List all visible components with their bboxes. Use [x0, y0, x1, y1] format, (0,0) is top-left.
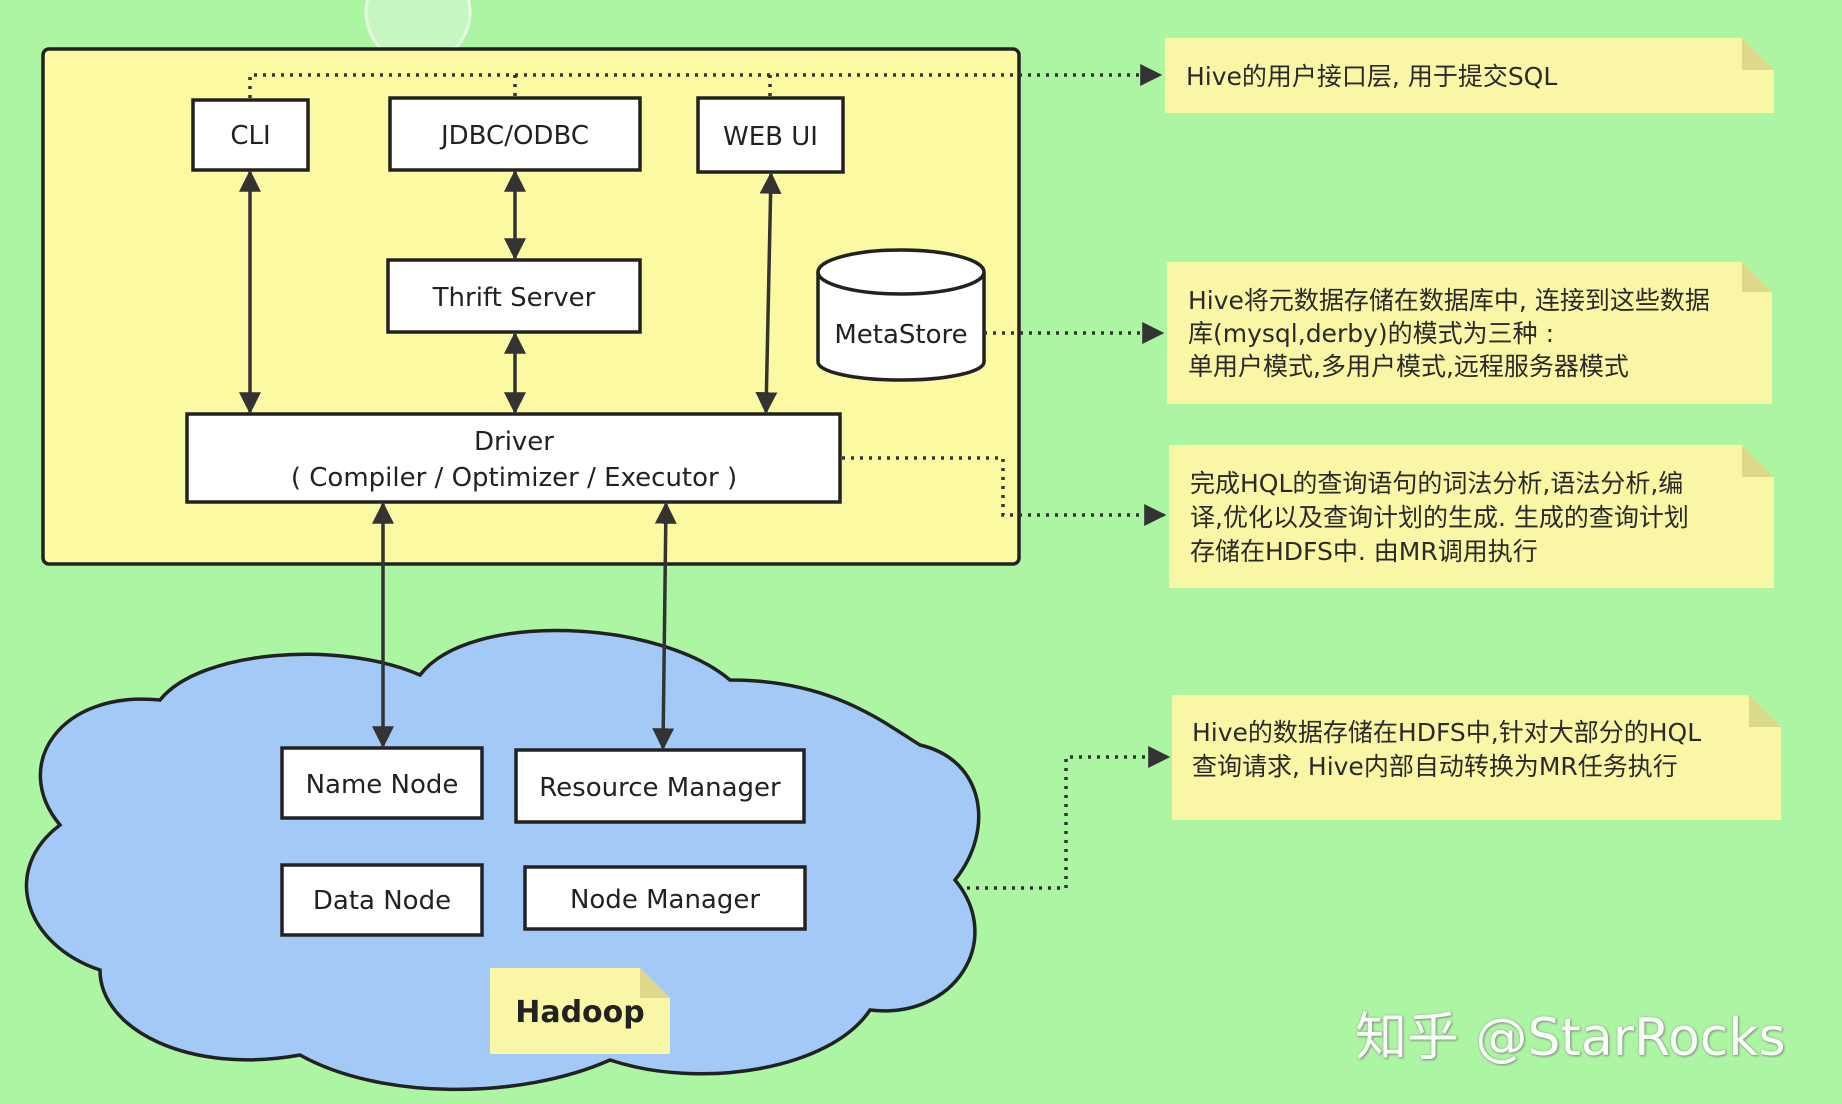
metastore-cylinder: MetaStore	[816, 248, 986, 382]
driver-box: Driver ( Compiler / Optimizer / Executor…	[185, 412, 842, 504]
dotted-hadoop-connector	[967, 746, 1171, 890]
cli-label: CLI	[230, 121, 270, 151]
note-hadoop-line-1: Hive的数据存储在HDFS中,针对大部分的HQL	[1192, 718, 1701, 747]
driver-title: Driver	[474, 427, 554, 457]
data-node-label: Data Node	[313, 886, 451, 916]
data-node-box: Data Node	[280, 863, 484, 937]
cli-box: CLI	[191, 98, 310, 172]
web-ui-box: WEB UI	[696, 96, 845, 174]
node-manager-box: Node Manager	[523, 865, 807, 931]
note-metastore-line-3: 单用户模式,多用户模式,远程服务器模式	[1188, 352, 1629, 381]
zhihu-watermark: 知乎 @StarRocks	[1355, 1008, 1786, 1068]
note-ui-layer-line-1: Hive的用户接口层, 用于提交SQL	[1186, 62, 1557, 91]
resource-manager-box: Resource Manager	[514, 748, 806, 824]
thrift-server-box: Thrift Server	[386, 258, 642, 334]
arrow-webui-driver	[755, 171, 782, 415]
note-driver-line-1: 完成HQL的查询语句的词法分析,语法分析,编	[1190, 469, 1683, 498]
note-metastore: Hive将元数据存储在数据库中, 连接到这些数据 库(mysql,derby)的…	[1167, 262, 1772, 404]
web-ui-label: WEB UI	[723, 122, 818, 152]
note-driver: 完成HQL的查询语句的词法分析,语法分析,编 译,优化以及查询计划的生成. 生成…	[1169, 445, 1774, 588]
note-hadoop: Hive的数据存储在HDFS中,针对大部分的HQL 查询请求, Hive内部自动…	[1172, 695, 1781, 820]
resource-manager-label: Resource Manager	[539, 773, 781, 803]
thrift-server-label: Thrift Server	[432, 283, 596, 313]
hadoop-label: Hadoop	[515, 995, 645, 1030]
note-ui-layer: Hive的用户接口层, 用于提交SQL	[1165, 38, 1774, 113]
note-metastore-line-2: 库(mysql,derby)的模式为三种 :	[1188, 319, 1554, 348]
jdbc-odbc-label: JDBC/ODBC	[439, 121, 589, 151]
note-metastore-line-1: Hive将元数据存储在数据库中, 连接到这些数据	[1188, 286, 1710, 315]
name-node-label: Name Node	[306, 770, 459, 800]
note-driver-line-2: 译,优化以及查询计划的生成. 生成的查询计划	[1190, 503, 1689, 532]
name-node-box: Name Node	[280, 746, 484, 820]
note-driver-line-3: 存储在HDFS中. 由MR调用执行	[1190, 537, 1538, 566]
note-hadoop-line-2: 查询请求, Hive内部自动转换为MR任务执行	[1192, 752, 1678, 781]
jdbc-odbc-box: JDBC/ODBC	[388, 96, 642, 172]
dotted-driver-connector	[842, 456, 1167, 526]
metastore-label: MetaStore	[834, 320, 967, 350]
arrow-driver-resourcemanager	[652, 501, 677, 751]
node-manager-label: Node Manager	[570, 885, 760, 915]
hadoop-label-note: Hadoop	[490, 968, 670, 1054]
hadoop-cloud	[24, 628, 981, 1092]
driver-subtitle: ( Compiler / Optimizer / Executor )	[291, 463, 737, 493]
